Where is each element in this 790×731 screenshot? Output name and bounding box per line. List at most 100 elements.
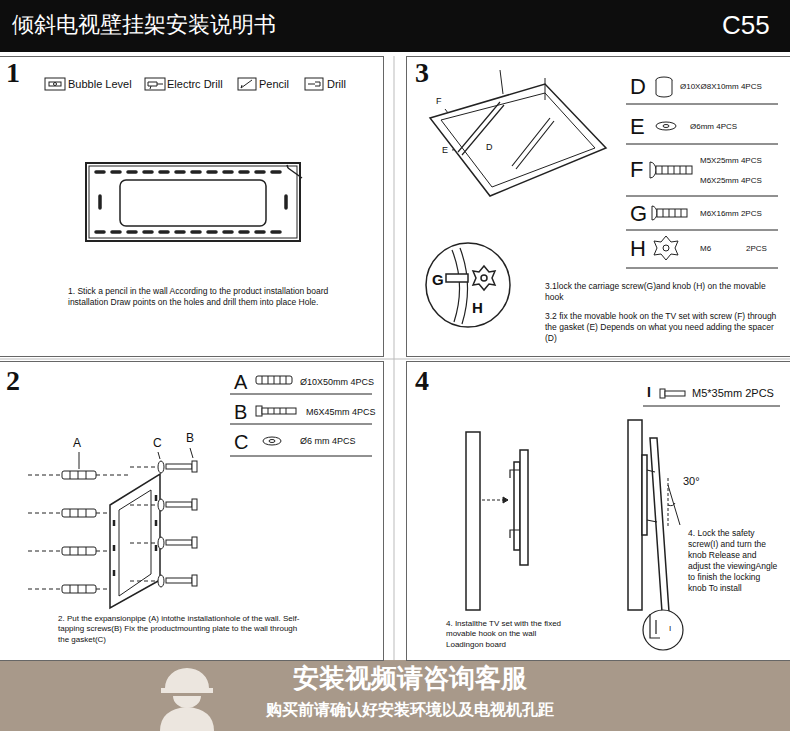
- detail-circle: [426, 243, 510, 327]
- tv-back: [430, 84, 606, 196]
- leader-line: [190, 448, 193, 458]
- part-spec: Ø6 mm 4PCS: [300, 436, 356, 447]
- part-spec: Ø10XØ8X10mm 4PCS: [680, 82, 762, 92]
- screw-washer: [158, 461, 164, 473]
- step-number: 3: [415, 56, 429, 90]
- screw-washer: [166, 464, 192, 469]
- part-icon: [256, 376, 292, 384]
- step-panel: 1 1. Stick a pencil in the wall According…: [0, 56, 384, 357]
- part-icon: [656, 166, 692, 174]
- install-side-view: [514, 462, 520, 550]
- screw-washer: [158, 537, 164, 549]
- screw-washer: [166, 578, 192, 583]
- part-letter: I: [647, 384, 651, 401]
- detail-circle: [452, 248, 468, 324]
- tool-icon: [238, 78, 256, 90]
- tool-name: Bubble Level: [68, 78, 132, 91]
- screw-washer: [130, 461, 197, 587]
- step-number: 2: [6, 364, 20, 398]
- worker-icon: [160, 707, 214, 731]
- parts-table-rule: [626, 104, 778, 105]
- model-code: C55: [722, 10, 770, 41]
- wall-anchor: [70, 471, 86, 593]
- part-spec: M5*35mm 2PCS: [692, 387, 774, 400]
- worker-icon: [161, 668, 213, 693]
- detail-circle: [426, 243, 510, 327]
- part-icon: [663, 125, 669, 128]
- part-spec: M6X16mm 2PCS: [700, 209, 762, 219]
- parts-table-rule: [626, 196, 778, 197]
- install-side-view: [510, 470, 520, 538]
- tv-back: [441, 93, 595, 187]
- part-icon: [269, 440, 275, 443]
- tilt-side-view: [647, 470, 657, 522]
- step-number: 1: [6, 56, 20, 90]
- worker-icon: [160, 668, 214, 731]
- tool-icon: [305, 78, 323, 90]
- part-icon: [657, 209, 687, 217]
- step-panel: 44. Installthe TV set with the fixed mov…: [406, 361, 790, 661]
- tool-icon: [49, 82, 61, 86]
- part-icon: [262, 408, 296, 414]
- part-icon: [268, 408, 286, 414]
- parts-table-rule: [230, 394, 372, 395]
- part-letter: A: [234, 370, 247, 394]
- mounting-plate: [96, 172, 280, 232]
- part-icon: [650, 162, 656, 178]
- part-letter: F: [630, 157, 643, 183]
- screw-washer: [158, 575, 164, 587]
- detail-circle: [446, 274, 468, 282]
- tool-icon: [148, 82, 163, 89]
- footer-band: 安装视频请咨询客服购买前请确认好安装环境以及电视机孔距: [0, 660, 790, 731]
- part-icon: [656, 122, 676, 130]
- banner-heading: 安装视频请咨询客服: [230, 663, 590, 694]
- instruction-text: 2. Put the expansionpipe (A) intothe ins…: [58, 614, 303, 645]
- leader-line: [79, 452, 80, 469]
- pencil: [287, 165, 302, 178]
- tool-icon: [54, 83, 57, 86]
- detail-circle: [473, 266, 495, 290]
- mounting-plate: [86, 163, 300, 241]
- tool-icon: [308, 82, 320, 86]
- tool-icon: [45, 78, 65, 90]
- tilt-side-view: [628, 420, 642, 610]
- screw-washer: [158, 499, 164, 511]
- wall-anchor: [62, 585, 96, 593]
- part-spec: 2PCS: [746, 244, 767, 254]
- banner-note: 购买前请确认好安装环境以及电视机孔距: [230, 700, 590, 719]
- pencil: [287, 165, 302, 178]
- part-letter: G: [630, 201, 647, 227]
- instruction-text: 3.2 fix the movable hook on the TV set w…: [545, 311, 780, 344]
- header-bar: [0, 0, 790, 52]
- part-letter: H: [630, 236, 646, 262]
- screw-washer: [166, 540, 192, 545]
- part-icon: [263, 437, 281, 445]
- callout-letter: G: [431, 271, 445, 289]
- wall-plate: [110, 474, 160, 608]
- tilt-side-view: [650, 438, 669, 612]
- part-icon: [654, 236, 678, 260]
- tilt-side-view: [668, 485, 680, 525]
- header-bar: [0, 0, 790, 52]
- part-icon: [660, 389, 665, 398]
- angle-label: 30°: [683, 475, 700, 488]
- part-icon: [256, 77, 692, 445]
- step-panel: 33.1lock the carriage screw(G)and knob (…: [406, 56, 790, 357]
- worker-icon: [173, 696, 201, 708]
- tool-name: Drill: [327, 78, 346, 91]
- part-icon: [663, 245, 669, 251]
- instruction-text: 1. Stick a pencil in the wall According …: [68, 286, 338, 308]
- tv-back: [500, 70, 545, 100]
- callout-letter: E: [442, 145, 448, 156]
- wall-anchor: [62, 509, 96, 517]
- page-title: 倾斜电视壁挂架安装说明书: [12, 12, 276, 38]
- screw-washer: [192, 461, 197, 472]
- tool-name: Pencil: [259, 78, 289, 91]
- step-number: 4: [415, 364, 429, 398]
- wall-anchor: [62, 471, 96, 479]
- detail-circle: [643, 610, 683, 650]
- part-spec: M6: [700, 244, 711, 254]
- install-side-view: [520, 450, 528, 565]
- parts-table-rule: [230, 456, 372, 457]
